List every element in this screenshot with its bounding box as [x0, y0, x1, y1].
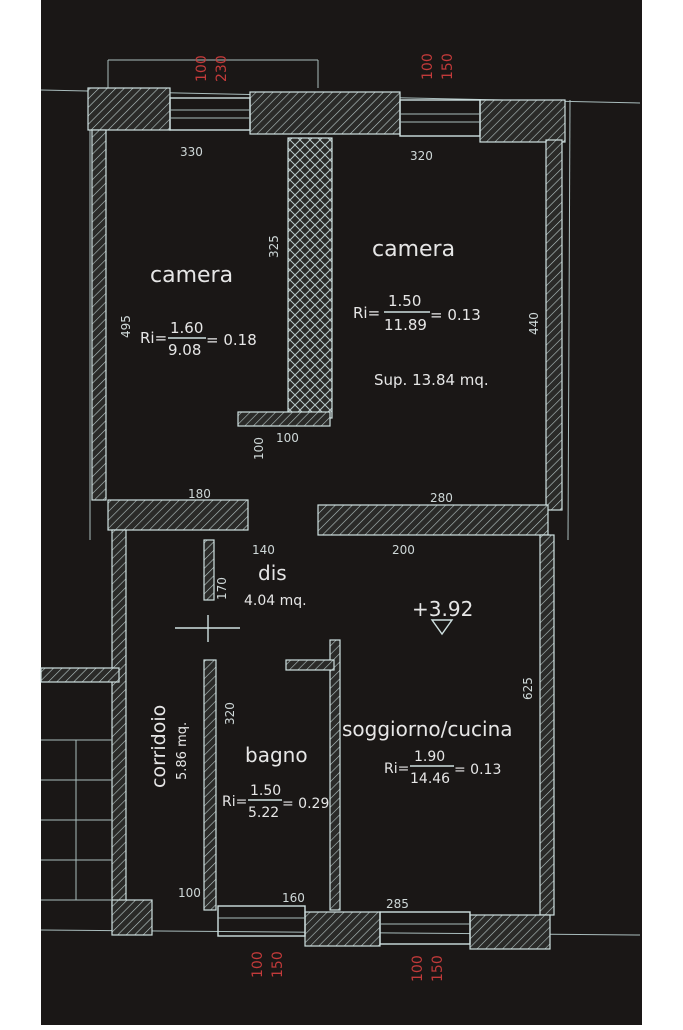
room-dis: dis 4.04 mq. — [244, 561, 307, 609]
ratio-numerator: 1.60 — [170, 319, 203, 337]
dim-dis-width: 140 — [252, 543, 275, 557]
window-top-right-width: 100 — [420, 53, 436, 80]
window-labels: 100 230 100 150 100 150 100 150 — [194, 53, 456, 982]
window-bottom-right-width: 100 — [410, 955, 426, 982]
room-area: 4.04 mq. — [244, 593, 307, 609]
window-top-left-height: 230 — [214, 55, 230, 82]
dimension-labels: 330 320 495 440 325 100 100 180 280 140 … — [119, 145, 541, 911]
room-camera-left: camera Ri= 1.60 9.08 = 0.18 — [140, 263, 257, 359]
dim-bagno-bottom: 160 — [282, 891, 305, 905]
room-corridoio: corridoio 5.86 mq. — [148, 705, 190, 788]
ratio-denominator: 14.46 — [410, 771, 450, 787]
room-surface: Sup. 13.84 mq. — [374, 371, 489, 389]
window-top-left-width: 100 — [194, 55, 210, 82]
neighbor-grid — [41, 739, 112, 901]
dim-soggiorno-height: 625 — [521, 677, 535, 700]
room-name: bagno — [245, 743, 308, 767]
dim-top-right: 320 — [410, 149, 433, 163]
ratio-denominator: 11.89 — [384, 316, 427, 334]
room-area: 5.86 mq. — [175, 722, 190, 780]
ratio-result: = 0.18 — [206, 331, 257, 349]
walls — [40, 87, 566, 950]
dim-bagno-height: 320 — [223, 702, 237, 725]
dim-soggiorno-bottom: 285 — [386, 897, 409, 911]
windows — [169, 97, 481, 945]
ratio-result: = 0.13 — [454, 762, 501, 778]
window-bottom-left-height: 150 — [270, 951, 286, 978]
room-name: soggiorno/cucina — [342, 717, 513, 741]
ratio-numerator: 1.50 — [250, 783, 281, 799]
dim-closet-width: 100 — [276, 431, 299, 445]
dim-door-right: 280 — [430, 491, 453, 505]
room-name: corridoio — [148, 705, 170, 788]
dim-corridoio-bottom: 100 — [178, 886, 201, 900]
dim-dis-height: 170 — [215, 577, 229, 600]
ratio-denominator: 5.22 — [248, 805, 279, 821]
window-top-right-height: 150 — [440, 53, 456, 80]
ratio-numerator: 1.90 — [414, 749, 445, 765]
dim-closet-height: 325 — [267, 235, 281, 258]
ratio-prefix: Ri= — [222, 794, 247, 810]
level-triangle-icon — [430, 619, 454, 636]
dim-door-left: 180 — [188, 487, 211, 501]
room-name: camera — [150, 263, 233, 288]
room-soggiorno-cucina: +3.92 soggiorno/cucina Ri= 1.90 14.46 = … — [342, 597, 513, 787]
ratio-denominator: 9.08 — [168, 341, 201, 359]
room-bagno: bagno Ri= 1.50 5.22 = 0.29 — [222, 743, 329, 821]
ratio-prefix: Ri= — [353, 304, 380, 322]
room-camera-right: camera Ri= 1.50 11.89 = 0.13 Sup. 13.84 … — [353, 237, 489, 389]
ratio-prefix: Ri= — [384, 761, 409, 777]
ratio-prefix: Ri= — [140, 329, 167, 347]
dim-left-height: 495 — [119, 315, 133, 338]
ratio-numerator: 1.50 — [388, 292, 421, 310]
ratio-result: = 0.13 — [430, 306, 481, 324]
room-name: camera — [372, 237, 455, 262]
window-bottom-right-height: 150 — [430, 955, 446, 982]
door-mark — [175, 615, 240, 642]
dim-door-soggiorno: 200 — [392, 543, 415, 557]
dim-closet-vert: 100 — [252, 437, 266, 460]
room-name: dis — [258, 561, 287, 585]
dim-top-left: 330 — [180, 145, 203, 159]
ratio-result: = 0.29 — [282, 796, 329, 812]
dim-right-height: 440 — [527, 312, 541, 335]
window-bottom-left-width: 100 — [250, 951, 266, 978]
level-value: +3.92 — [412, 597, 473, 621]
